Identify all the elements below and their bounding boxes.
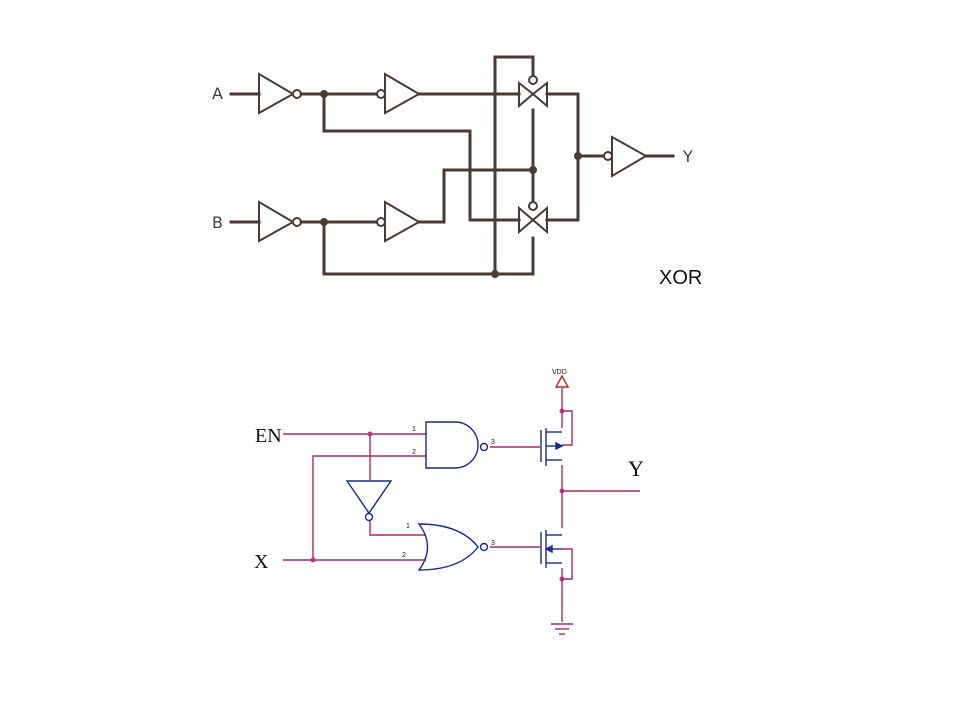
junction-vdd: [559, 408, 565, 414]
pin-and-3: 3: [491, 439, 495, 446]
junction-y: [559, 488, 565, 494]
or-gate: [417, 523, 479, 571]
wire-pmos-body: [562, 410, 573, 446]
xor-caption: XOR: [659, 267, 702, 289]
enable-inverter: [345, 480, 393, 515]
label-x: X: [254, 551, 269, 573]
junction-gnd: [559, 576, 565, 582]
junction-gate-mid: [529, 166, 537, 174]
wire-abar-branch: [322, 92, 521, 222]
inverter-b2: [384, 200, 422, 243]
or-gate-bubble: [479, 542, 489, 552]
xor-circuit: [229, 55, 675, 276]
label-en: EN: [255, 425, 282, 447]
junction-x: [310, 557, 316, 563]
tristate-junctions: [310, 408, 565, 582]
pin-or-2: 2: [402, 552, 406, 559]
tg-upper-left: [518, 80, 535, 109]
tristate-wires: [283, 388, 640, 622]
label-vdd: VDD: [552, 369, 567, 376]
junction-output: [574, 152, 582, 160]
and-gate: [425, 421, 479, 469]
label-input-a: A: [212, 84, 223, 103]
out-inverter-bubble: [603, 151, 613, 161]
gate-rail-left: [493, 55, 535, 276]
inverter-a2-bubble: [376, 89, 386, 99]
wire-x-to-and: [312, 455, 426, 560]
out-inverter: [611, 135, 649, 178]
tg-upper-bubble: [528, 75, 538, 85]
wire-b-out: [417, 168, 535, 224]
wire-bbar-branch: [322, 220, 535, 276]
pin-or-1: 1: [406, 523, 410, 530]
enable-inverter-bubble: [364, 512, 374, 522]
inverter-b2-bubble: [376, 217, 386, 227]
junction-en: [367, 431, 373, 437]
label-y: Y: [628, 456, 644, 481]
pin-and-2: 2: [412, 449, 416, 456]
pmos-arrow: [555, 441, 564, 451]
tg-lower-left: [518, 205, 535, 235]
junction-a: [320, 90, 328, 98]
junction-rail-bottom: [491, 270, 499, 278]
tg-lower-bubble: [528, 201, 538, 211]
tristate-circuit: EN X Y VDD 1 2 3 1 2 3: [254, 369, 644, 635]
tristate-components: [345, 374, 573, 635]
tg-lower-right: [531, 205, 548, 235]
inverter-a2: [384, 72, 422, 115]
wire-inv-to-or: [369, 520, 426, 536]
inverter-a1: [258, 72, 296, 115]
xor-junctions: [320, 90, 582, 278]
vdd-symbol: [554, 374, 570, 388]
junction-b: [320, 218, 328, 226]
label-output-y: Y: [682, 147, 693, 166]
wire-nmos-body: [562, 548, 573, 580]
nmos-arrow: [544, 544, 553, 554]
pin-and-1: 1: [412, 426, 416, 433]
inverter-b1: [258, 200, 296, 243]
and-gate-bubble: [479, 442, 489, 452]
pin-or-3: 3: [491, 540, 495, 547]
label-input-b: B: [212, 213, 223, 232]
tg-upper-right: [531, 80, 548, 109]
